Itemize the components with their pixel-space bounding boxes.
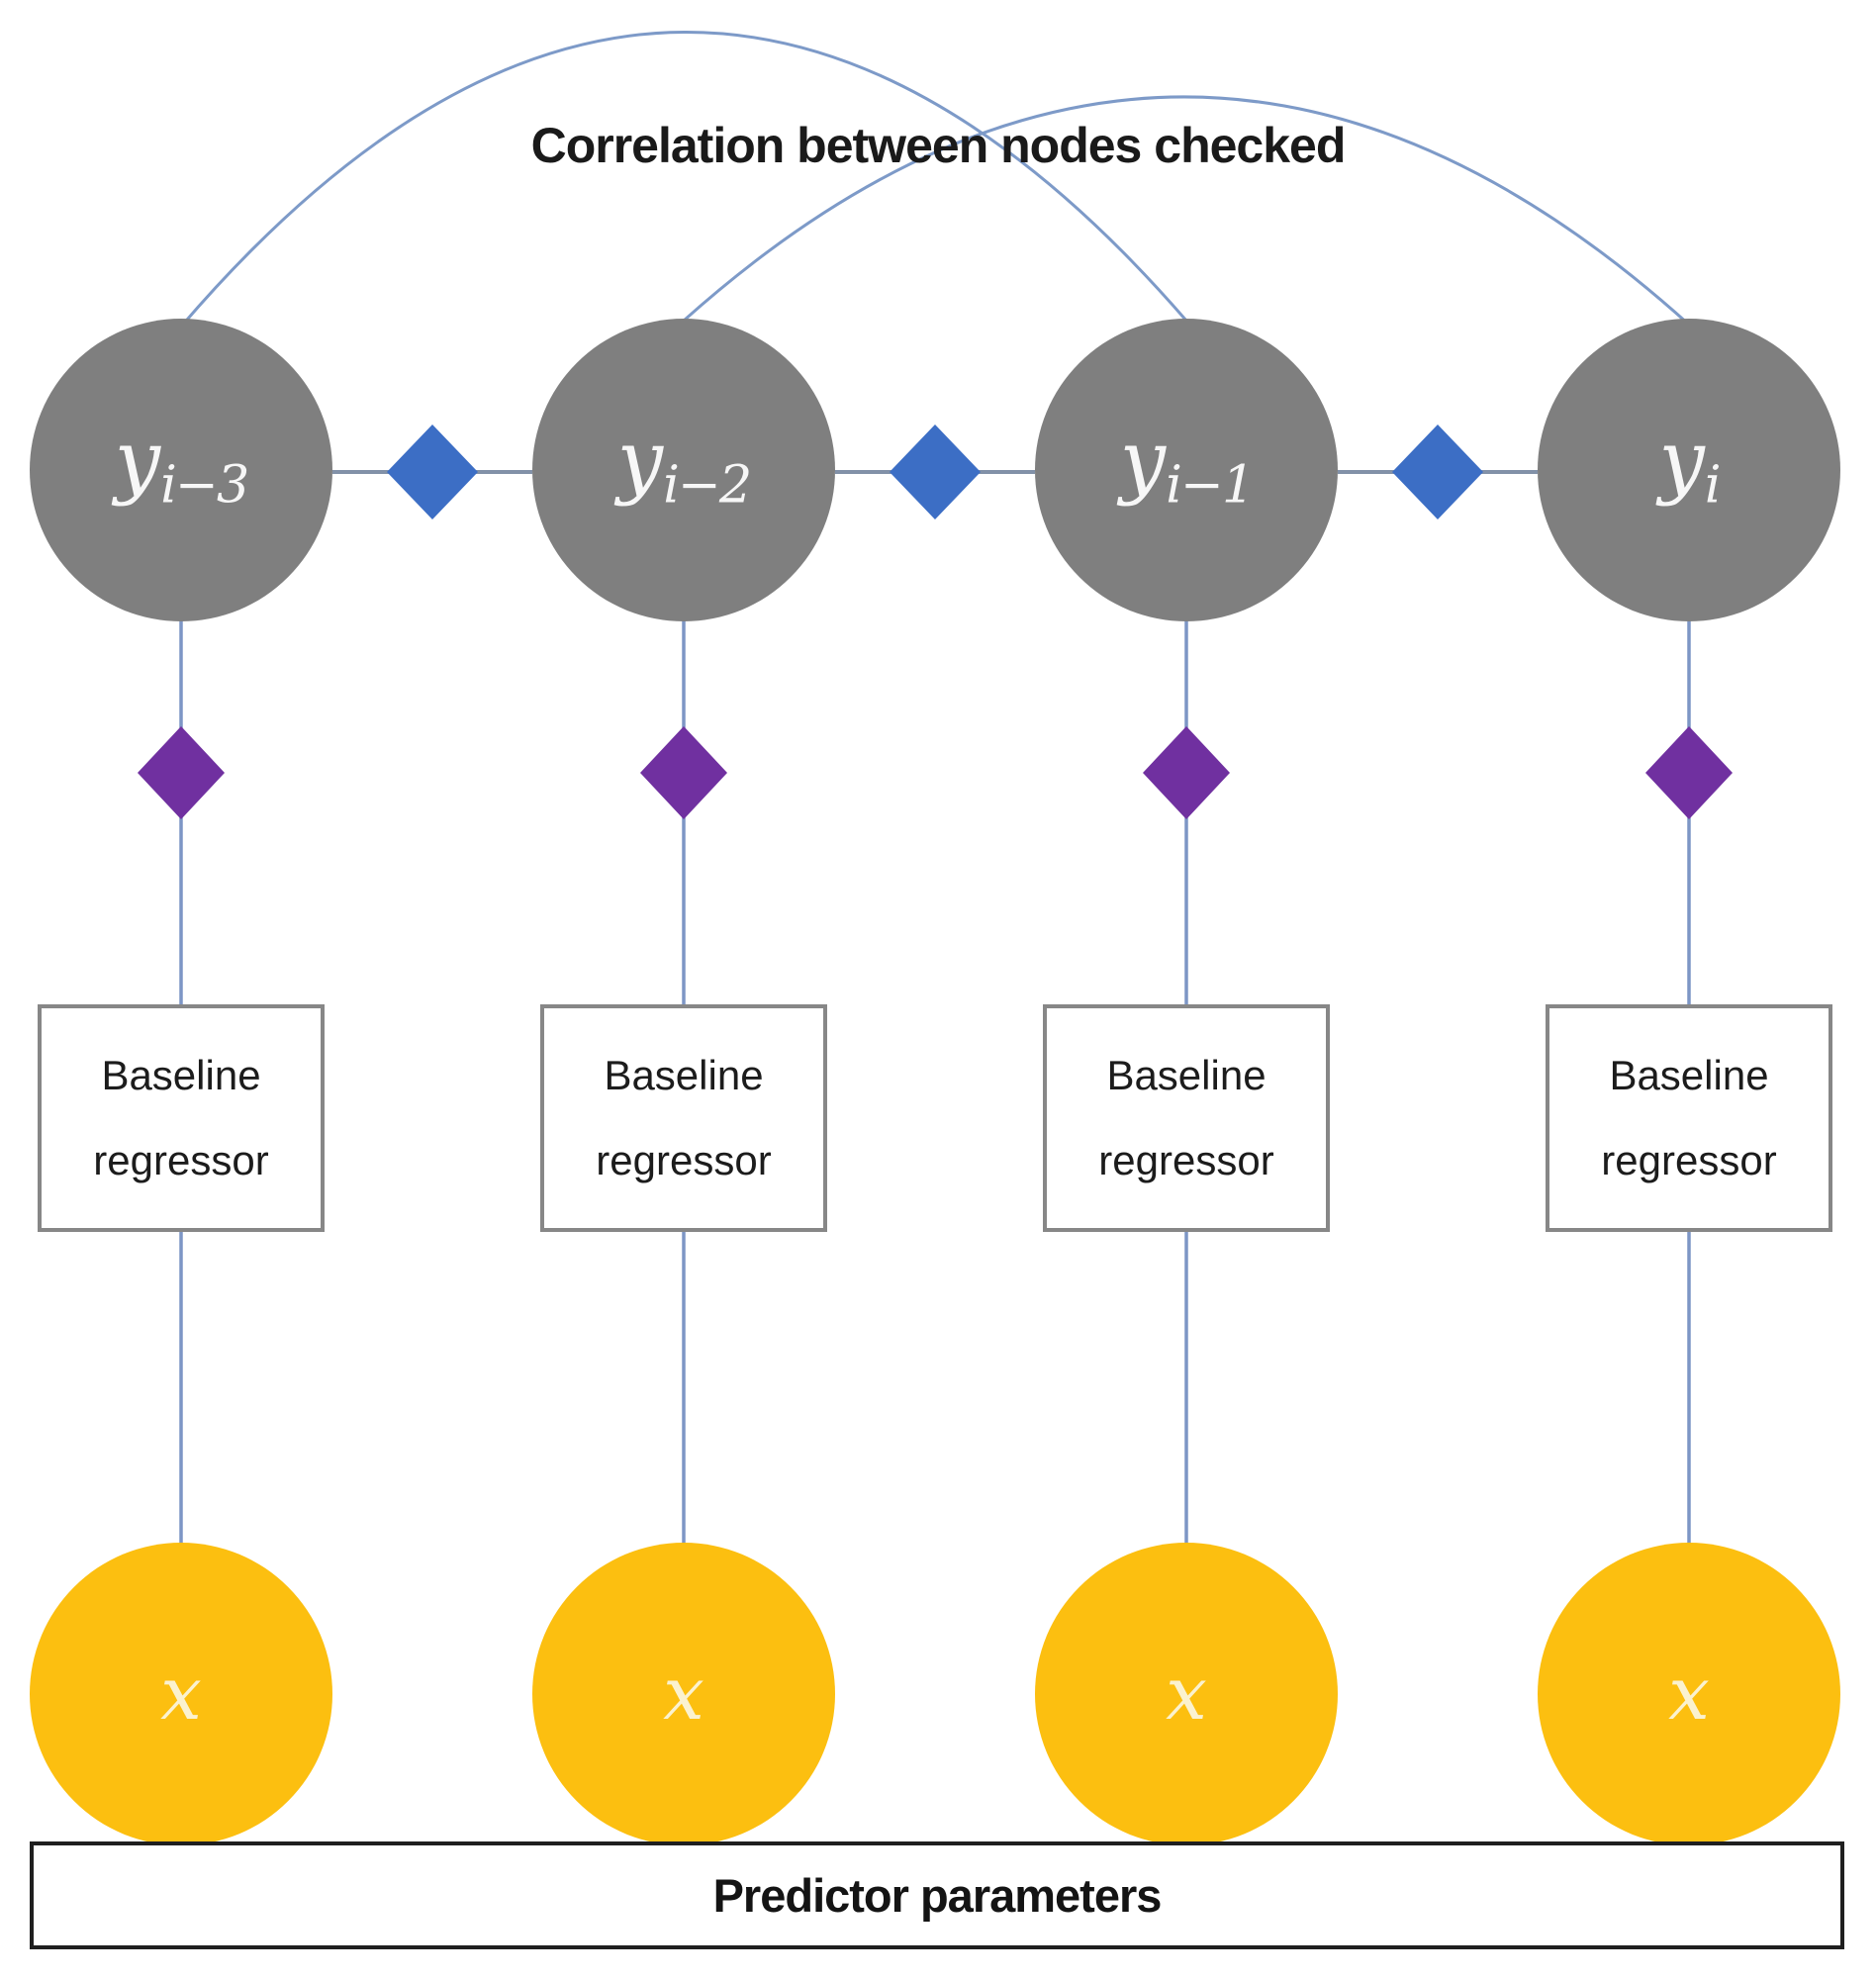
diagram-title: Correlation between nodes checked bbox=[530, 118, 1347, 173]
y-node-i-1: yi−1 bbox=[1035, 319, 1338, 621]
y-node-i-3: yi−3 bbox=[30, 319, 332, 621]
regressor-box-line2: regressor bbox=[93, 1137, 269, 1183]
blue-diamond-connector bbox=[1392, 424, 1483, 519]
purple-diamond-connector bbox=[640, 726, 727, 819]
predictor-parameters-label: Predictor parameters bbox=[712, 1869, 1163, 1922]
regressor-box-line1: Baseline bbox=[604, 1051, 764, 1098]
correlation-arc-right bbox=[683, 95, 1691, 327]
regressor-box-line2: regressor bbox=[1098, 1137, 1274, 1183]
purple-diamond-connector bbox=[1645, 726, 1733, 819]
x-node-4: x bbox=[1538, 1543, 1840, 1845]
x-node-3: x bbox=[1035, 1543, 1338, 1845]
x-node-label: x bbox=[160, 1651, 202, 1737]
predictor-parameters-bar: Predictor parameters bbox=[30, 1841, 1844, 1949]
y-node-label: yi−3 bbox=[114, 413, 249, 516]
x-node-2: x bbox=[532, 1543, 835, 1845]
regressor-box-line1: Baseline bbox=[101, 1051, 261, 1098]
correlation-arc-left bbox=[179, 31, 1188, 328]
baseline-regressor-box-4: Baseline regressor bbox=[1546, 1004, 1832, 1232]
y-node-label: yi−2 bbox=[616, 413, 752, 516]
x-node-label: x bbox=[1668, 1651, 1710, 1737]
y-node-label: yi−1 bbox=[1119, 413, 1255, 516]
x-node-label: x bbox=[663, 1651, 704, 1737]
regressor-box-line2: regressor bbox=[1601, 1137, 1777, 1183]
baseline-regressor-box-2: Baseline regressor bbox=[540, 1004, 827, 1232]
baseline-regressor-box-3: Baseline regressor bbox=[1043, 1004, 1330, 1232]
blue-diamond-connector bbox=[387, 424, 478, 519]
purple-diamond-connector bbox=[1143, 726, 1230, 819]
y-node-i: yi bbox=[1538, 319, 1840, 621]
blue-diamond-connector bbox=[890, 424, 981, 519]
y-node-label: yi bbox=[1658, 413, 1721, 516]
regressor-box-line1: Baseline bbox=[1609, 1051, 1769, 1098]
x-node-1: x bbox=[30, 1543, 332, 1845]
baseline-regressor-box-1: Baseline regressor bbox=[38, 1004, 325, 1232]
y-node-i-2: yi−2 bbox=[532, 319, 835, 621]
x-node-label: x bbox=[1166, 1651, 1207, 1737]
purple-diamond-connector bbox=[138, 726, 225, 819]
regressor-box-line2: regressor bbox=[596, 1137, 772, 1183]
regressor-box-line1: Baseline bbox=[1106, 1051, 1266, 1098]
